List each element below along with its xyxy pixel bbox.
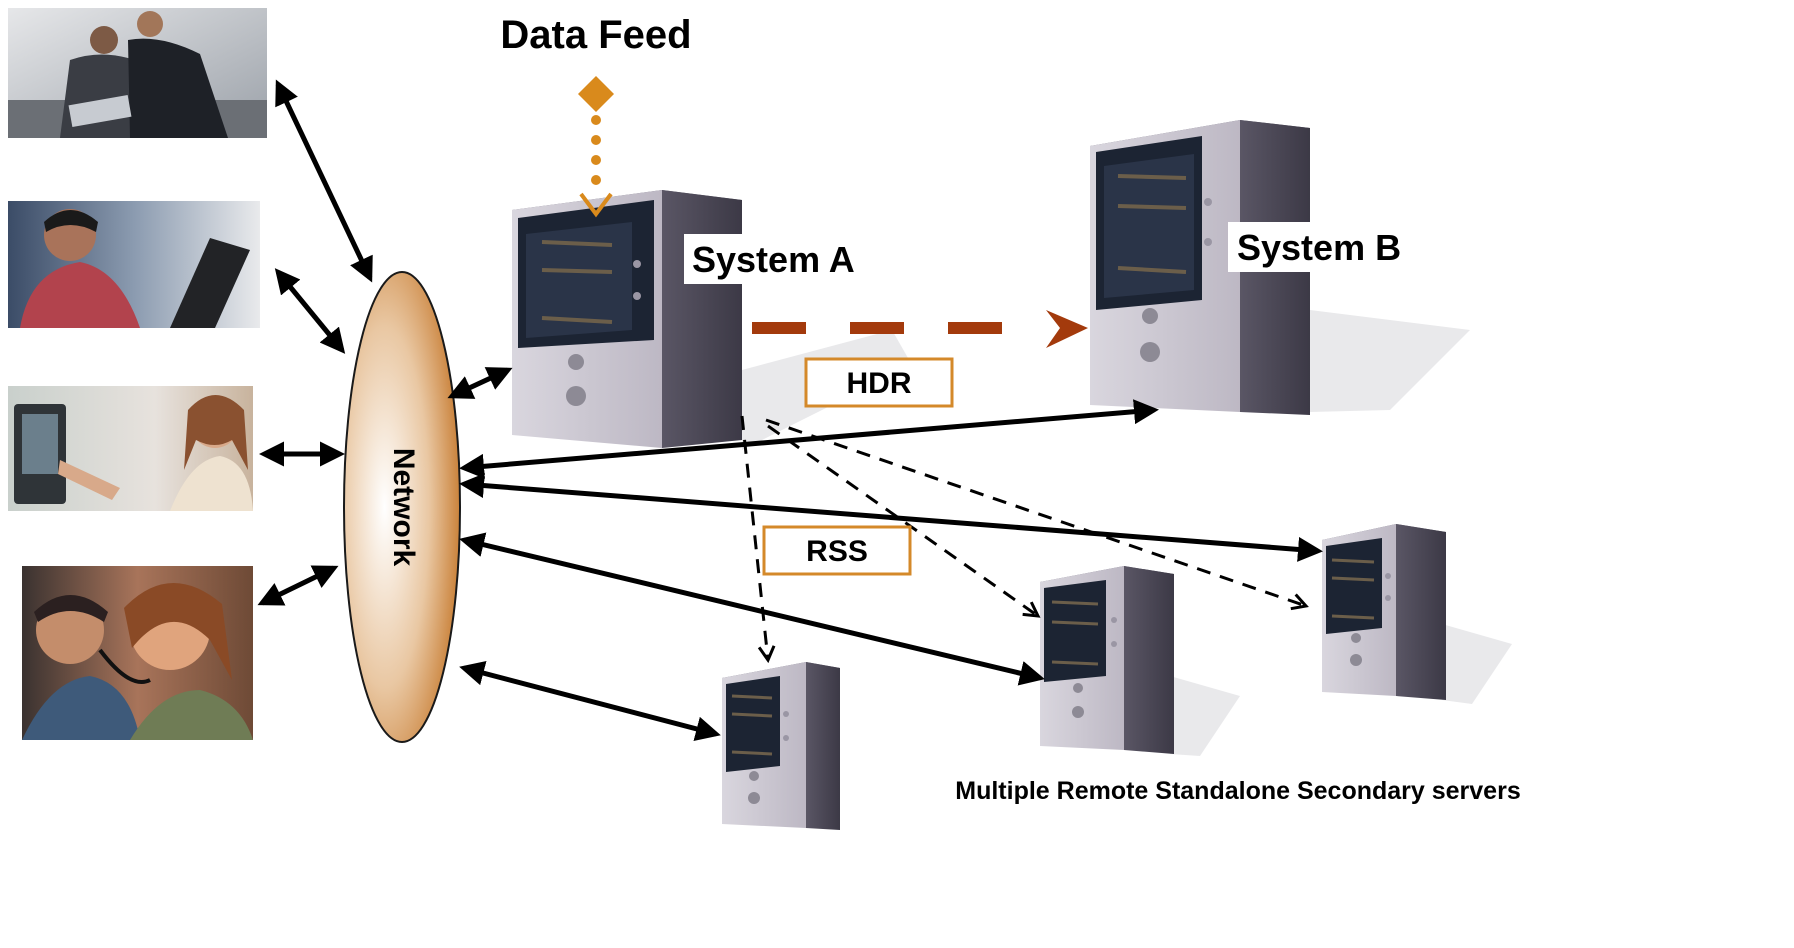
system-b-label: System B xyxy=(1237,227,1401,268)
client-links xyxy=(257,79,373,606)
data-feed-dots xyxy=(591,115,601,185)
server-system-a xyxy=(512,190,912,450)
server-remote-2 xyxy=(1040,566,1240,756)
data-feed-arrow-icon xyxy=(579,192,613,218)
server-links xyxy=(447,367,1323,742)
link-network-system-a xyxy=(447,367,513,399)
rss-arrow-remote-2 xyxy=(767,424,1038,616)
photo-businessmen-laptop xyxy=(8,8,267,138)
link-photo2-network xyxy=(274,268,346,354)
remote-servers-caption: Multiple Remote Standalone Secondary ser… xyxy=(955,777,1520,805)
link-network-remote-1 xyxy=(459,660,721,742)
data-feed: Data Feed xyxy=(500,13,692,218)
data-feed-label: Data Feed xyxy=(500,13,691,57)
photo-call-center xyxy=(22,566,253,740)
network-label: Network xyxy=(387,448,420,567)
link-photo4-network xyxy=(257,565,339,606)
rss-links xyxy=(740,415,1306,660)
system-a-label: System A xyxy=(692,239,855,280)
rss-arrow-remote-1 xyxy=(740,415,768,660)
hdr-box: HDR xyxy=(804,357,954,408)
data-feed-diamond-icon xyxy=(578,76,614,112)
photo-man-laptop xyxy=(8,201,260,328)
link-network-system-b xyxy=(459,399,1159,479)
link-photo1-network xyxy=(275,79,373,283)
hdr-label: HDR xyxy=(847,367,912,400)
server-system-b xyxy=(1090,120,1470,415)
network-node: Network xyxy=(343,271,461,743)
link-network-remote-2 xyxy=(459,532,1045,686)
rss-box: RSS xyxy=(762,525,912,576)
link-network-remote-3 xyxy=(459,473,1323,562)
hdr-link xyxy=(752,310,1088,348)
photo-woman-kiosk xyxy=(8,386,253,511)
server-remote-1 xyxy=(722,662,840,830)
hdr-arrowhead xyxy=(1046,310,1088,348)
server-remote-3 xyxy=(1322,524,1512,704)
rss-label: RSS xyxy=(806,535,868,568)
